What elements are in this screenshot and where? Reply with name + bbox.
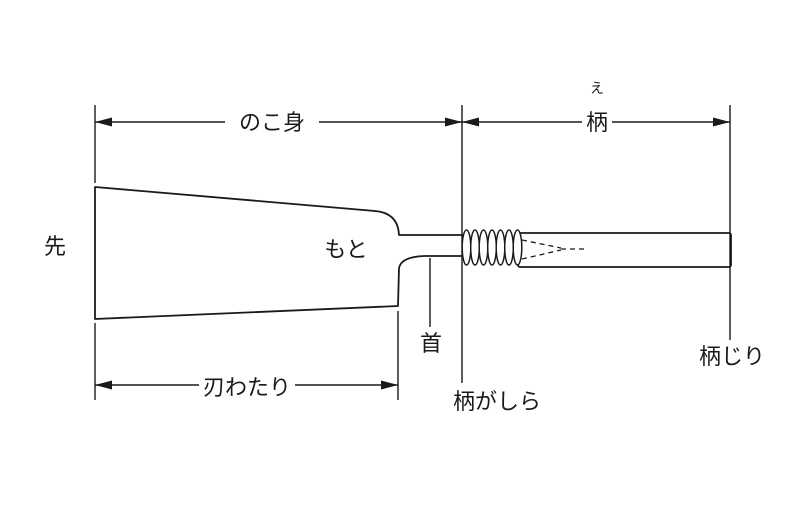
wrap-coil	[486, 229, 498, 266]
wrap-coil	[503, 229, 515, 266]
label-bg-blade-length	[199, 369, 295, 401]
label-base: もと	[324, 237, 368, 262]
label-bg-blade-span	[225, 106, 319, 138]
wrap-coil	[461, 229, 472, 266]
wrap-coil	[495, 229, 506, 266]
wrap-coil	[469, 229, 481, 266]
label-bg-handle-span	[582, 106, 612, 138]
handle-shape	[517, 232, 732, 268]
label-blade-span: のこ身	[239, 110, 305, 135]
arrowhead-right	[713, 117, 730, 127]
saw-blade-shape	[94, 186, 464, 320]
wrap-coil	[478, 229, 489, 266]
label-handle-butt: 柄じり	[699, 344, 765, 369]
dimension-arrowheads	[95, 117, 730, 390]
wrap-coil	[512, 229, 523, 266]
label-blade-length: 刃わたり	[203, 375, 291, 400]
arrowhead-bottom-left	[95, 380, 112, 390]
hidden-tang-dashed-top	[521, 239, 562, 249]
label-tip: 先	[44, 234, 66, 259]
arrowhead-left	[95, 117, 112, 127]
hidden-tang-dashed-bottom	[521, 249, 562, 260]
label-handle-head: 柄がしら	[453, 389, 541, 414]
arrowhead-bottom-right	[381, 380, 398, 390]
label-neck: 首	[420, 331, 442, 356]
label-handle-furigana: え	[590, 80, 604, 96]
arrowhead-mid-right	[445, 117, 462, 127]
arrowhead-mid-left	[462, 117, 479, 127]
label-handle-span: 柄	[586, 110, 608, 135]
handle-wrapping	[461, 229, 523, 266]
